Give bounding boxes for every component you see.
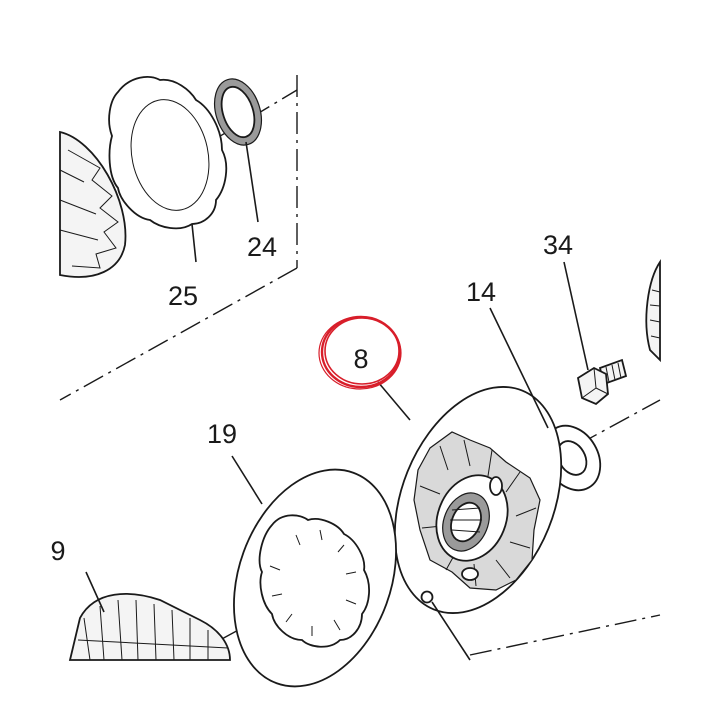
callout-9: 9 [50, 536, 65, 566]
callout-14: 14 [466, 277, 496, 307]
leader-34 [563, 261, 589, 371]
axis-line-lower [469, 614, 661, 656]
leader-14 [489, 307, 549, 429]
callout-34: 34 [543, 230, 573, 260]
leader-pin [431, 601, 471, 661]
callout-24: 24 [247, 232, 277, 262]
part-19-toothed-plate [233, 468, 397, 688]
leader-24 [245, 141, 259, 223]
part-8-hub [393, 386, 563, 614]
leader-9 [85, 571, 105, 613]
hub-slot [461, 567, 479, 581]
leader-8 [377, 381, 411, 421]
leader-25 [191, 223, 197, 263]
partial-gear-bottom-left [68, 593, 231, 661]
part-24-thin-ring [213, 78, 263, 146]
small-pin-part [420, 590, 434, 604]
partial-gear-top-left [59, 130, 127, 278]
leader-19 [231, 455, 263, 505]
callout-25: 25 [168, 281, 198, 311]
callout-19: 19 [207, 419, 237, 449]
leader-lines [85, 141, 589, 661]
hub-bolt-hole [489, 476, 503, 496]
part-25-friction-plate [108, 76, 228, 230]
callout-8: 8 [353, 344, 368, 374]
boundary-diagonal-line [59, 267, 298, 401]
highlight-circle [318, 315, 402, 390]
part-34-bolt [576, 358, 628, 406]
callout-labels: 8 14 19 24 25 34 9 [50, 230, 573, 566]
partial-part-right-edge [645, 259, 661, 363]
